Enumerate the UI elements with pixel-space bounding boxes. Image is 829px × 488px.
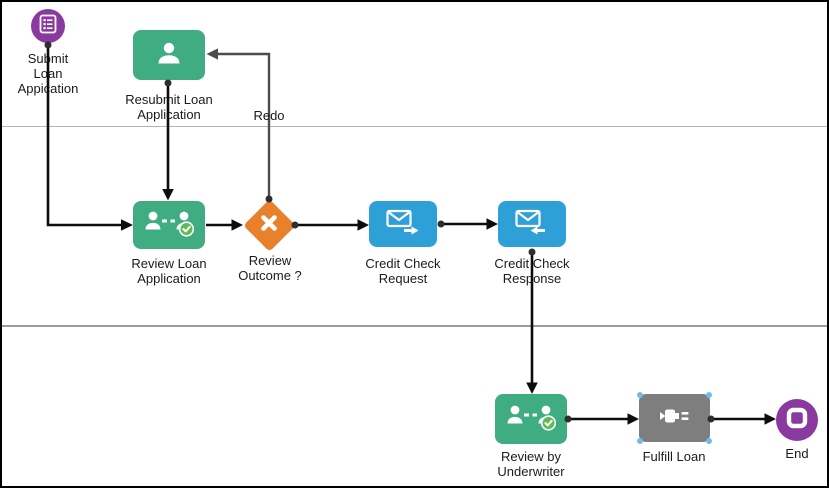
node-review-by-underwriter[interactable] <box>495 394 567 444</box>
lane-divider <box>2 325 827 327</box>
users-check-icon <box>144 208 195 243</box>
node-credit-check-response[interactable] <box>498 201 566 247</box>
node-label-submit: Submit Loan Appication <box>17 51 79 96</box>
arrowhead <box>764 413 776 425</box>
arrowhead <box>486 218 498 230</box>
connection-point-dot <box>437 220 445 228</box>
lane-divider <box>2 126 827 127</box>
node-label-review-outcome: Review Outcome ? <box>238 253 302 283</box>
node-label-credit-check-response: Credit Check Response <box>494 256 570 286</box>
selection-handle[interactable] <box>706 392 712 398</box>
x-icon <box>256 210 282 241</box>
users-check-icon <box>506 402 557 437</box>
plug-icon <box>658 404 692 433</box>
node-review-loan-application[interactable] <box>133 201 205 249</box>
stop-icon <box>784 405 810 436</box>
node-resubmit-loan-application[interactable] <box>133 30 205 80</box>
node-label-resubmit: Resubmit Loan Application <box>125 92 213 122</box>
node-label-review: Review Loan Application <box>131 256 207 286</box>
node-end[interactable] <box>776 399 818 441</box>
edge-label-redo: Redo <box>253 108 285 123</box>
node-label-fulfill-loan: Fulfill Loan <box>642 449 706 464</box>
connection-point-dot <box>528 248 536 256</box>
node-submit-loan-application[interactable] <box>31 9 65 43</box>
node-credit-check-request[interactable] <box>369 201 437 247</box>
arrowhead <box>162 189 174 201</box>
node-label-credit-check-request: Credit Check Request <box>365 256 441 286</box>
connection-point-dot <box>164 79 172 87</box>
envelope-send-icon <box>386 209 420 240</box>
arrowhead <box>121 219 133 231</box>
form-icon <box>38 14 58 39</box>
selection-handle[interactable] <box>637 438 643 444</box>
node-fulfill-loan[interactable] <box>637 392 712 444</box>
arrowhead <box>526 382 538 394</box>
user-icon <box>154 38 184 73</box>
node-label-end: End <box>785 446 809 461</box>
selection-handle[interactable] <box>637 392 643 398</box>
arrowhead <box>231 219 243 231</box>
arrowhead <box>357 219 369 231</box>
envelope-receive-icon <box>515 209 549 240</box>
selection-handle[interactable] <box>706 438 712 444</box>
node-review-outcome-gateway[interactable] <box>242 198 296 252</box>
node-label-review-by-underwriter: Review by Underwriter <box>497 449 565 479</box>
arrowheads <box>121 189 776 425</box>
arrowhead <box>206 48 218 60</box>
arrowhead <box>627 413 639 425</box>
